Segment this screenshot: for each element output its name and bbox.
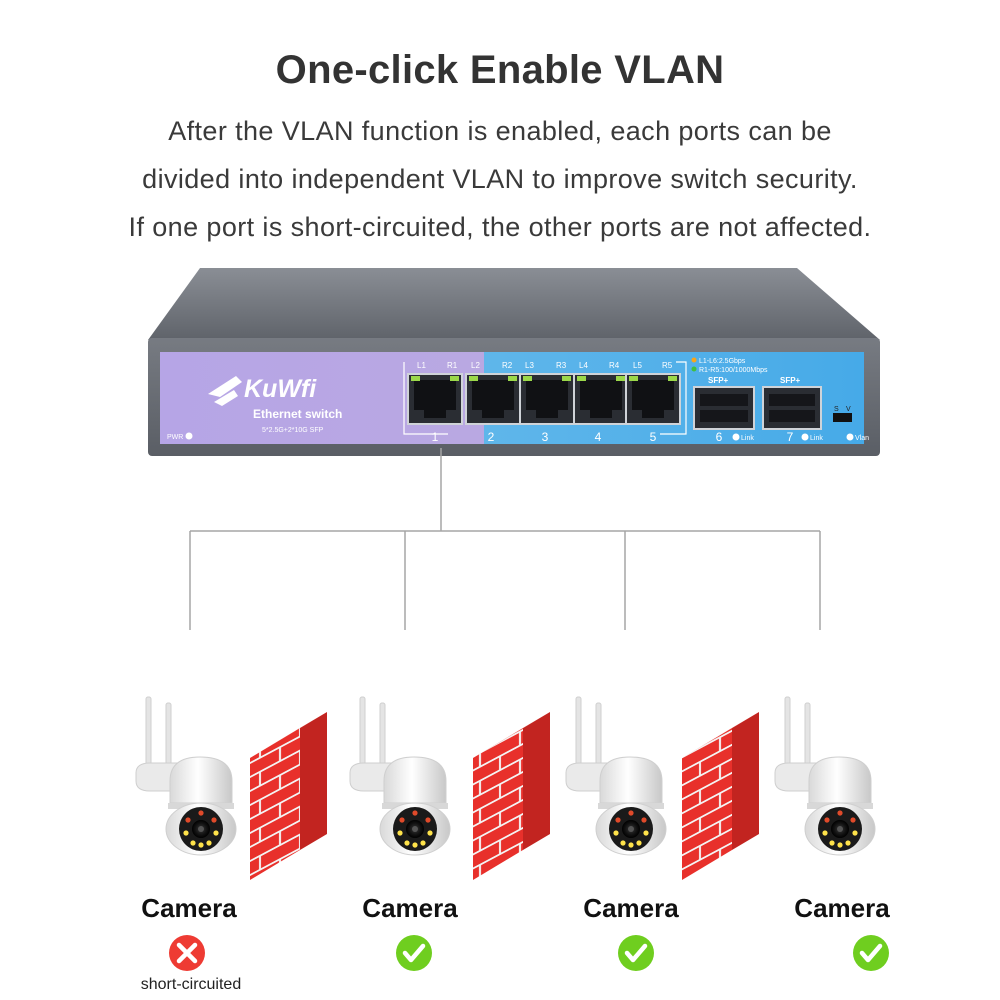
port-number: 5 [650, 430, 657, 444]
led-label: R1 [447, 361, 458, 370]
led-label: L5 [633, 361, 642, 370]
sfp-label: SFP+ [708, 376, 729, 385]
link-led [732, 433, 740, 441]
kuwfi-logo [208, 376, 242, 406]
port-number: 1 [432, 430, 439, 444]
legend-dot-orange [691, 357, 697, 363]
sfp-label: SFP+ [780, 376, 801, 385]
rj45-port-3[interactable] [519, 373, 575, 425]
port-number: 7 [787, 430, 794, 444]
rj45-port-5[interactable] [625, 373, 681, 425]
firewall-icon [473, 712, 550, 880]
link-label: Link [741, 435, 754, 442]
port-number: 6 [716, 430, 723, 444]
led-label: L2 [471, 361, 480, 370]
vlan-toggle[interactable] [833, 413, 852, 422]
camera-label: Camera [794, 893, 890, 923]
camera-icon [565, 696, 667, 856]
pwr-label: PWR [167, 434, 183, 441]
led-label: L1 [417, 361, 426, 370]
description-line-3: If one port is short-circuited, the othe… [128, 212, 872, 242]
port-number: 3 [542, 430, 549, 444]
led-label: R5 [662, 361, 673, 370]
firewall-icon [682, 712, 759, 880]
rj45-port-2[interactable] [465, 373, 521, 425]
rj45-port-1[interactable] [407, 373, 463, 425]
led-label: L3 [525, 361, 534, 370]
link-led [801, 433, 809, 441]
sfp-port-6[interactable] [693, 386, 755, 430]
vlan-led [846, 433, 854, 441]
camera-icon [349, 696, 451, 856]
cross-icon [169, 935, 205, 971]
sfp-port-7[interactable] [762, 386, 822, 430]
port-number: 2 [488, 430, 495, 444]
description-line-2: divided into independent VLAN to improve… [142, 164, 858, 194]
led-labels: L1 R1 L2 R2 L3 R3 L4 R4 L5 R5 [417, 361, 673, 370]
check-icon [853, 935, 889, 971]
check-icon [396, 935, 432, 971]
camera-icon [774, 696, 876, 856]
camera-label: Camera [583, 893, 679, 923]
firewall-icon [250, 712, 327, 880]
spec-text: 5*2.5G+2*10G SFP [262, 427, 324, 434]
switch-label-v: V [846, 406, 851, 413]
short-circuited-note: short-circuited [140, 976, 242, 993]
pwr-led [185, 432, 193, 440]
port-number: 4 [595, 430, 602, 444]
connection-lines [189, 448, 821, 630]
led-label: L4 [579, 361, 588, 370]
camera-icon [135, 696, 237, 856]
ethernet-switch: KuWfi Ethernet switch 5*2.5G+2*10G SFP P… [148, 268, 880, 456]
led-label: R4 [609, 361, 620, 370]
legend-line-2: R1-R5:100/1000Mbps [699, 367, 768, 374]
brand-subtitle: Ethernet switch [253, 407, 342, 421]
page-title: One-click Enable VLAN [275, 48, 725, 92]
led-label: R2 [502, 361, 513, 370]
legend-dot-green [691, 366, 697, 372]
check-icon [618, 935, 654, 971]
camera-label: Camera [141, 893, 237, 923]
brand-name: KuWfi [244, 375, 317, 403]
port-numbers: 1 2 3 4 5 [432, 430, 657, 444]
rj45-port-4[interactable] [573, 373, 629, 425]
switch-top [148, 268, 880, 340]
switch-label-s: S [834, 406, 839, 413]
camera-label: Camera [362, 893, 458, 923]
link-label: Link [810, 435, 823, 442]
vlan-label: Vlan [855, 435, 869, 442]
led-label: R3 [556, 361, 567, 370]
legend-line-1: L1-L6:2.5Gbps [699, 358, 746, 365]
description-line-1: After the VLAN function is enabled, each… [168, 116, 832, 146]
